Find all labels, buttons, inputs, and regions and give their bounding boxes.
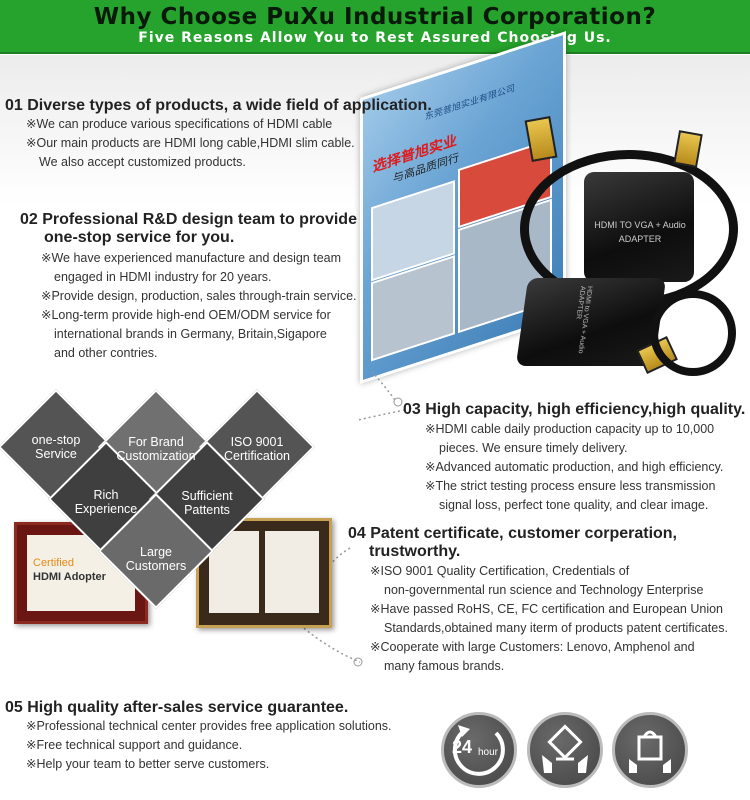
- section-01: 01 Diverse types of products, a wide fie…: [5, 97, 432, 172]
- section-03-line: pieces. We ensure timely delivery.: [439, 441, 628, 455]
- adapter-label-2: ADAPTER: [618, 234, 662, 244]
- diamond-label: Sufficient Pattents: [165, 489, 249, 517]
- section-02-line: international brands in Germany, Britain…: [54, 327, 327, 341]
- certificate-paper-2: [265, 531, 319, 613]
- adapter-label-1: HDMI TO VGA + Audio: [594, 220, 686, 230]
- diamond-label-line: Rich: [93, 488, 119, 502]
- section-02-line: engaged in HDMI industry for 20 years.: [54, 270, 272, 284]
- section-01-line: We also accept customized products.: [39, 155, 246, 169]
- section-03-heading: 03 High capacity, high efficiency,high q…: [403, 401, 746, 418]
- certificate-adopter-text: HDMI Adopter: [33, 571, 106, 583]
- diamond-label-line: Experience: [74, 502, 138, 516]
- diamond-label: ISO 9001 Certification: [215, 435, 299, 463]
- section-05-line: ※Free technical support and guidance.: [26, 738, 243, 752]
- section-02-line: ※Long-term provide high-end OEM/ODM serv…: [41, 308, 331, 322]
- section-03-line: ※Advanced automatic production, and high…: [425, 460, 724, 474]
- section-05-line: ※Help your team to better serve customer…: [26, 757, 270, 771]
- support-hands-icon: [527, 712, 603, 788]
- hdmi-cable-2: [650, 290, 736, 376]
- diamond-label-line: Service: [35, 447, 77, 461]
- diamond-label: For Brand Customization: [114, 435, 198, 463]
- diamond-label-line: Certification: [224, 449, 290, 463]
- hours-unit: hour: [478, 747, 499, 758]
- section-03-line: signal loss, perfect tone quality, and c…: [439, 498, 709, 512]
- diamond-label: one-stop Service: [14, 433, 98, 461]
- section-03-line: ※The strict testing process ensure less …: [425, 479, 716, 493]
- section-02-line: ※Provide design, production, sales throu…: [41, 289, 357, 303]
- section-04-line: ※Cooperate with large Customers: Lenovo,…: [370, 640, 695, 654]
- page-subtitle: Five Reasons Allow You to Rest Assured C…: [138, 30, 612, 46]
- connector-line: [371, 371, 396, 401]
- page-title: Why Choose PuXu Industrial Corporation?: [93, 4, 657, 30]
- diamond-label-line: For Brand: [128, 435, 184, 449]
- diamond-label: Large Customers: [114, 545, 198, 573]
- section-02-heading: 02 Professional R&D design team to provi…: [20, 211, 357, 228]
- section-04-heading-cont: trustworthy.: [369, 543, 461, 560]
- section-02-line: and other contries.: [54, 346, 158, 360]
- section-02-heading-cont: one-stop service for you.: [44, 229, 235, 246]
- section-05-line: ※Professional technical center provides …: [26, 719, 392, 733]
- section-01-line: ※We can produce various specifications o…: [26, 117, 333, 131]
- section-04-line: ※ISO 9001 Quality Certification, Credent…: [370, 564, 630, 578]
- section-04-heading: 04 Patent certificate, customer corperat…: [348, 525, 677, 542]
- connector-dot: [393, 397, 403, 407]
- section-05-heading: 05 High quality after-sales service guar…: [5, 699, 349, 716]
- hours-number: 24: [452, 737, 473, 757]
- certificate-certified-text: Certified: [33, 557, 74, 569]
- connector-line: [357, 409, 406, 421]
- section-04-line: non-governmental run science and Technol…: [384, 583, 704, 597]
- section-02: 02 Professional R&D design team to provi…: [20, 211, 357, 363]
- diamond-label-line: one-stop: [31, 433, 81, 447]
- diamond-label-line: Customers: [125, 559, 187, 573]
- diamond-label-line: ISO 9001: [230, 435, 284, 449]
- diamond-label-line: Large: [140, 545, 172, 559]
- section-04-line: Standards,obtained many iterm of product…: [384, 621, 728, 635]
- section-05: 05 High quality after-sales service guar…: [5, 699, 392, 774]
- adapter-box: HDMI TO VGA + Audio ADAPTER: [584, 172, 694, 282]
- section-04: 04 Patent certificate, customer corperat…: [348, 525, 728, 676]
- shopping-bag-hands-icon: [612, 712, 688, 788]
- section-01-line: ※Our main products are HDMI long cable,H…: [26, 136, 355, 150]
- section-04-line: many famous brands.: [384, 659, 505, 673]
- header-banner: Why Choose PuXu Industrial Corporation? …: [0, 0, 750, 54]
- section-02-line: ※We have experienced manufacture and des…: [41, 251, 342, 265]
- certificate-frame-right: [196, 518, 332, 628]
- section-03-line: ※HDMI cable daily production capacity up…: [425, 422, 715, 436]
- section-01-heading: 01 Diverse types of products, a wide fie…: [5, 97, 432, 114]
- section-04-line: ※Have passed RoHS, CE, FC certification …: [370, 602, 724, 616]
- 24-hour-service-icon: 24 hour: [441, 712, 517, 788]
- diamond-label-line: Pattents: [184, 503, 230, 517]
- diamond-label: Rich Experience: [64, 488, 148, 516]
- connector-dot: [353, 657, 363, 667]
- section-03: 03 High capacity, high efficiency,high q…: [403, 401, 745, 515]
- diamond-label-line: Sufficient: [181, 489, 233, 503]
- diamond-label-line: Customization: [116, 449, 196, 463]
